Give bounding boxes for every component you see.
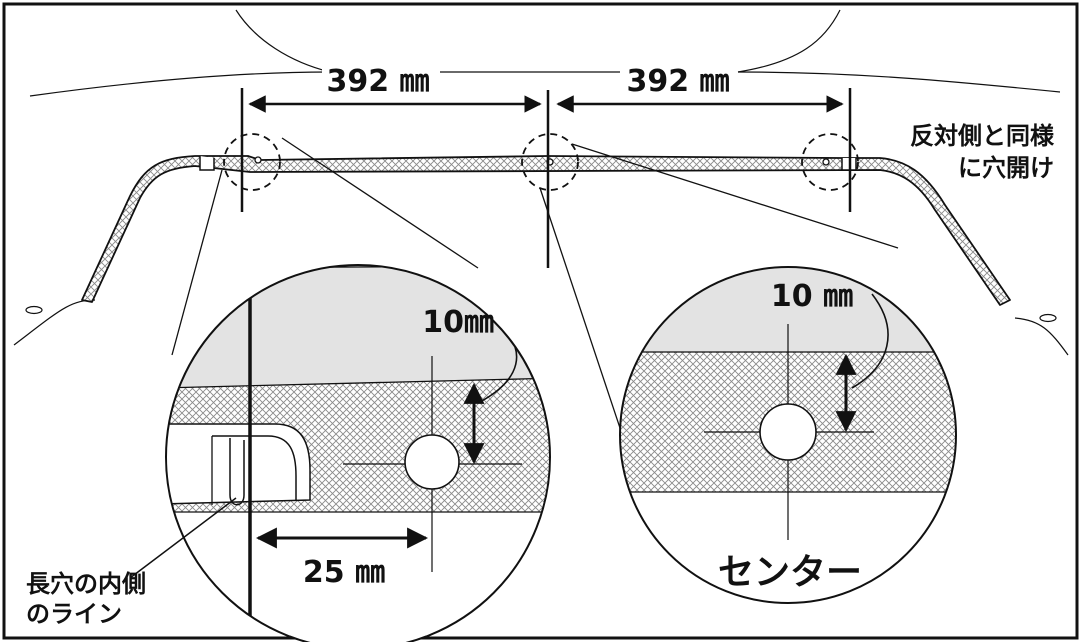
left-slot-notch bbox=[199, 156, 215, 171]
dim-left-label: 392 ㎜ bbox=[326, 64, 429, 99]
inset-right-circle bbox=[619, 266, 957, 604]
inset-left-content bbox=[166, 265, 550, 642]
note-line-1: 反対側と同様 bbox=[910, 122, 1055, 150]
inset-right-content bbox=[620, 267, 956, 603]
panel-section bbox=[81, 155, 1011, 306]
slot-note-leader bbox=[129, 497, 237, 579]
inset-left-horizontal-dim: 25 ㎜ bbox=[303, 555, 385, 590]
dim-right-label: 392 ㎜ bbox=[626, 64, 729, 99]
inset-left-vertical-dim: 10㎜ bbox=[422, 305, 494, 340]
hole-left bbox=[254, 156, 262, 164]
detail-markers bbox=[223, 133, 859, 191]
hole-right bbox=[822, 158, 830, 166]
inset-left-circle bbox=[165, 264, 551, 642]
reference-lines bbox=[240, 88, 852, 268]
inset-right-caption: センター bbox=[718, 552, 862, 593]
slot-note-line-1: 長穴の内側 bbox=[26, 570, 146, 598]
note-line-2: に穴開け bbox=[958, 154, 1054, 182]
dim-right-bg bbox=[620, 62, 736, 96]
body-contours bbox=[13, 9, 1069, 356]
slot-note-line-2: のライン bbox=[26, 600, 122, 628]
dim-left-bg bbox=[322, 62, 434, 96]
inset-right-vertical-dim: 10 ㎜ bbox=[771, 279, 853, 314]
